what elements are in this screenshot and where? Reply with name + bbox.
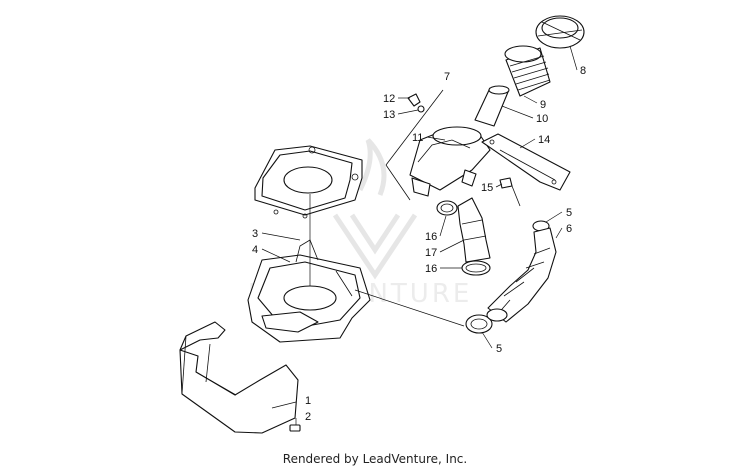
callout-16-lower: 16 (425, 263, 437, 275)
callout-7: 7 (444, 71, 450, 83)
part-13-screw (417, 105, 425, 113)
callout-10: 10 (536, 113, 548, 125)
callout-2: 2 (305, 411, 311, 423)
part-3-cover-plate (254, 145, 363, 219)
callout-14: 14 (538, 134, 550, 146)
callout-8: 8 (580, 65, 586, 77)
callout-4: 4 (252, 244, 258, 256)
part-11-filter-housing (409, 126, 491, 197)
callout-5-lower: 5 (496, 343, 502, 355)
leader-lines (261, 45, 578, 425)
part-6-intake-duct (486, 227, 557, 323)
callout-3: 3 (252, 228, 258, 240)
callout-17: 17 (425, 247, 437, 259)
callout-12: 12 (383, 93, 395, 105)
callout-16-upper: 16 (425, 231, 437, 243)
callout-9: 9 (540, 99, 546, 111)
callout-5-upper: 5 (566, 207, 572, 219)
part-16-clamp-upper (436, 200, 458, 216)
callout-13: 13 (383, 109, 395, 121)
part-17-elbow-hose (457, 197, 491, 263)
part-9-air-filter (504, 45, 551, 97)
watermark-logo (332, 138, 418, 280)
render-credit: Rendered by LeadVenture, Inc. (282, 452, 468, 466)
part-4-airbox-base (247, 239, 371, 343)
callout-15: 15 (481, 182, 493, 194)
part-2-fastener (289, 424, 301, 432)
connector-line (354, 289, 465, 327)
callout-6: 6 (566, 223, 572, 235)
part-14-bracket-strap (481, 133, 571, 191)
part-12-clip (407, 93, 421, 107)
part-1-shield-bracket (179, 321, 299, 434)
part-16-clamp-lower (461, 260, 491, 276)
callout-1: 1 (305, 395, 311, 407)
part-5-clamp-lower (465, 314, 493, 334)
part-8-filter-cap (535, 15, 585, 49)
callout-11: 11 (412, 132, 423, 144)
callout-labels: 1 2 3 4 5 5 6 7 8 9 10 11 12 13 14 15 16… (252, 65, 586, 423)
group-7-boundary (385, 89, 444, 201)
part-15-bolt (499, 177, 521, 207)
part-10-filter-sleeve (474, 85, 510, 127)
